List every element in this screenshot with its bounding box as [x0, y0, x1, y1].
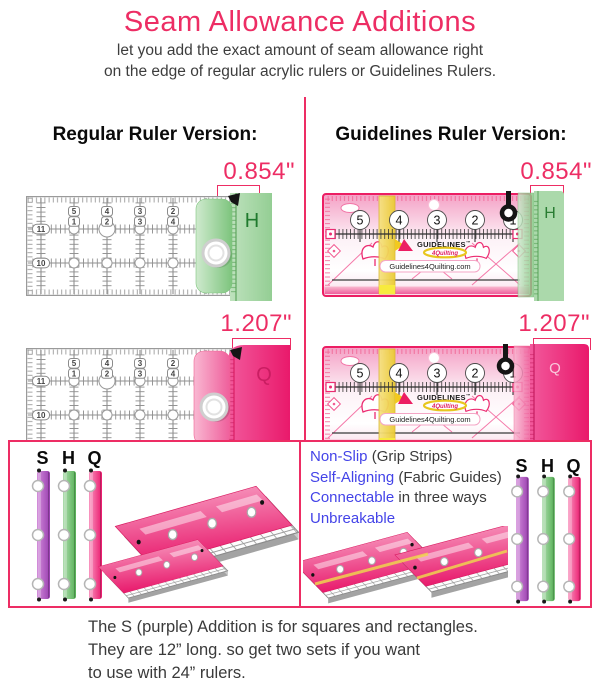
feature-list: Non-Slip (Grip Strips) Self-Aligning (Fa…: [310, 447, 502, 529]
s-addition-strip: [31, 467, 51, 603]
measurement-bracket: [232, 338, 291, 350]
strip-label-h: H: [62, 448, 75, 468]
strip-label-q: Q: [566, 456, 581, 476]
subtitle-line-2: on the edge of regular acrylic rulers or…: [104, 63, 496, 80]
page-subtitle: let you add the exact amount of seam all…: [0, 40, 600, 82]
anchor-peg-icon: [499, 191, 518, 222]
feature-highlight: Connectable: [310, 489, 395, 506]
anchor-peg-icon: [496, 344, 515, 375]
knob-icon: [201, 238, 232, 268]
rulers-with-additions-iso-image: [97, 485, 300, 604]
q-addition: Q: [496, 344, 589, 440]
strip-label-q: Q: [87, 448, 102, 468]
feature-box-divider: [299, 440, 301, 608]
regular-version-heading: Regular Ruler Version:: [52, 124, 258, 145]
guidelines-ruler-q-image: Q: [322, 344, 592, 440]
page-title: Seam Allowance Additions: [123, 6, 477, 38]
yellow-guide-line: [314, 552, 429, 586]
guidelines-version-heading: Guidelines Ruler Version:: [335, 124, 567, 145]
q-addition-strip: [83, 467, 103, 603]
measurement-q-right: 1.207": [518, 310, 590, 337]
measurement-q-left: 1.207": [220, 310, 292, 337]
guidelines-rulers-iso-image: [303, 526, 508, 606]
feature-self-aligning: Self-Aligning (Fabric Guides): [310, 468, 502, 489]
subtitle-line-1: let you add the exact amount of seam all…: [116, 42, 484, 59]
guidelines-ruler-h-image: H: [321, 191, 564, 301]
feature-connectable: Connectable in three ways: [310, 488, 502, 509]
strip-label-s: S: [515, 456, 528, 476]
q-addition-label: Q: [549, 360, 561, 377]
clamp-icon: [230, 347, 242, 360]
s-addition-strip: [511, 473, 530, 605]
h-addition: H: [499, 191, 564, 301]
regular-ruler-h-image: H: [26, 193, 272, 301]
column-divider: [304, 97, 306, 440]
h-addition-strip: [537, 473, 556, 605]
footer-line-3: to use with 24” rulers.: [88, 664, 246, 682]
feature-unbreakable: Unbreakable: [310, 509, 502, 530]
feature-rest: (Grip Strips): [367, 448, 453, 465]
feature-rest: in three ways: [394, 489, 487, 506]
clamp-icon: [228, 193, 240, 206]
measurement-bracket: [217, 185, 260, 197]
measurement-bracket: [530, 185, 564, 197]
h-addition-label: H: [245, 210, 259, 232]
feature-non-slip: Non-Slip (Grip Strips): [310, 447, 502, 468]
q-addition-label: Q: [256, 364, 272, 386]
measurement-h-left: 0.854": [223, 158, 295, 185]
knob-icon: [199, 392, 230, 422]
regular-ruler-q-image: Q: [26, 345, 292, 440]
footer-line-1: The S (purple) Addition is for squares a…: [88, 618, 478, 636]
feature-highlight: Unbreakable: [310, 509, 396, 527]
q-addition-strip: [563, 473, 582, 605]
footer-line-2: They are 12” long. so get two sets if yo…: [88, 641, 421, 659]
footer-note: The S (purple) Addition is for squares a…: [88, 616, 478, 685]
strip-label-s: S: [36, 448, 49, 468]
h-addition-strip: [57, 467, 77, 603]
h-addition-label: H: [544, 205, 556, 222]
strip-label-h: H: [541, 456, 554, 476]
feature-rest: (Fabric Guides): [394, 468, 502, 486]
feature-highlight: Non-Slip: [310, 448, 368, 465]
yellow-guide-line: [416, 549, 508, 580]
q-addition: Q: [193, 345, 290, 440]
measurement-h-right: 0.854": [520, 158, 592, 185]
h-addition: H: [195, 193, 272, 301]
feature-highlight: Self-Aligning: [310, 468, 395, 486]
